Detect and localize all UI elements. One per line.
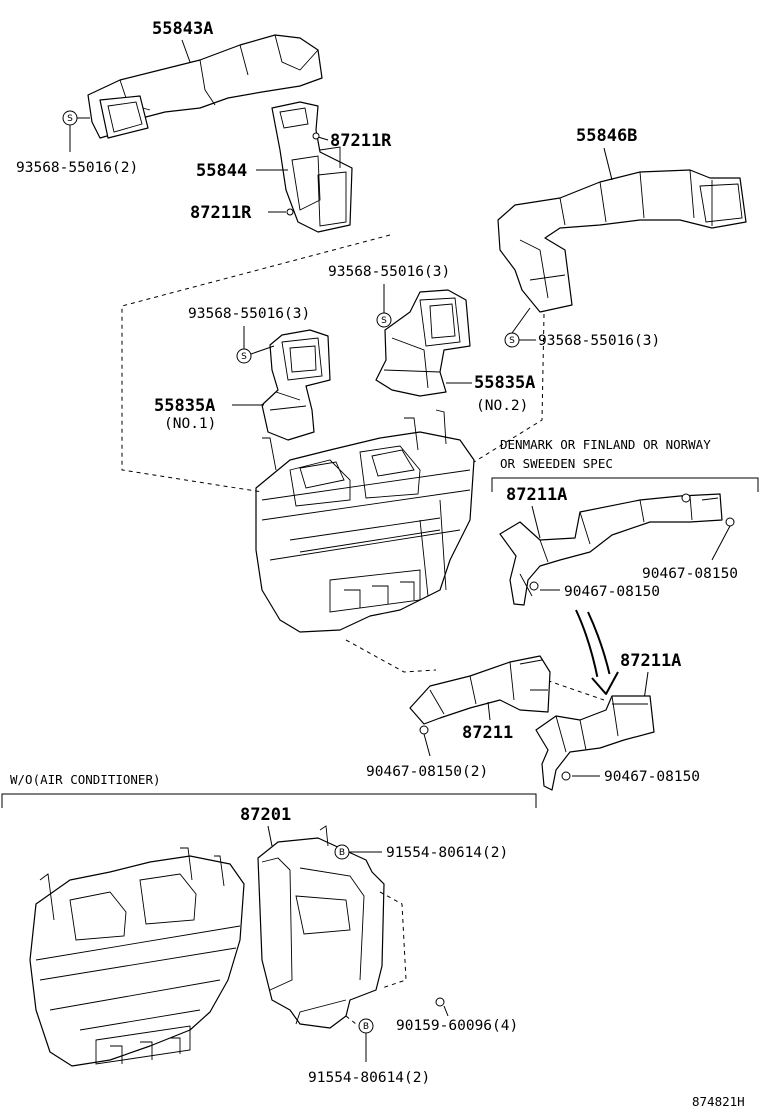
dash-line-right bbox=[473, 313, 545, 463]
leader-90159 bbox=[443, 1005, 449, 1017]
label-91554-a: 91554-80614(2) bbox=[386, 845, 508, 861]
label-93568-b: 93568-55016(3) bbox=[328, 264, 450, 280]
svg-text:S: S bbox=[67, 114, 73, 124]
leader-87201 bbox=[267, 825, 273, 847]
label-55835a-1: 55835A bbox=[154, 396, 215, 416]
label-55835a-2: 55835A bbox=[474, 373, 535, 393]
label-87211r-a: 87211R bbox=[330, 131, 392, 151]
leader-93568-top bbox=[69, 117, 90, 152]
spec-bracket bbox=[491, 477, 759, 492]
label-93568-a: 93568-55016(3) bbox=[188, 306, 310, 322]
symbol-s-2: S bbox=[236, 348, 252, 364]
label-90467-c: 90467-08150(2) bbox=[366, 764, 488, 780]
duct-87211[interactable] bbox=[409, 655, 551, 725]
screw-icon bbox=[561, 771, 571, 781]
label-55844: 55844 bbox=[196, 161, 247, 181]
label-90159: 90159-60096(4) bbox=[396, 1018, 518, 1034]
label-90467-d: 90467-08150 bbox=[604, 769, 700, 785]
heater-unit-no-ac[interactable] bbox=[29, 847, 245, 1067]
label-87201: 87201 bbox=[240, 805, 291, 825]
label-91554-b: 91554-80614(2) bbox=[308, 1070, 430, 1086]
svg-text:B: B bbox=[339, 848, 345, 858]
svg-text:S: S bbox=[241, 352, 247, 362]
without-ac-bracket bbox=[1, 793, 537, 808]
dash-line-bottom bbox=[345, 639, 437, 673]
screw-icon bbox=[529, 581, 539, 591]
label-55843a: 55843A bbox=[152, 19, 213, 39]
label-93568-c: 93568-55016(3) bbox=[538, 333, 660, 349]
symbol-s-4: S bbox=[504, 332, 520, 348]
clip-icon bbox=[312, 132, 320, 140]
screw-icon bbox=[725, 517, 735, 527]
clip-icon bbox=[681, 493, 691, 503]
leader-93568-c bbox=[511, 307, 536, 341]
label-55846b: 55846B bbox=[576, 126, 637, 146]
spec-note-line2: OR SWEEDEN SPEC bbox=[500, 456, 613, 471]
label-no1: (NO.1) bbox=[164, 416, 216, 432]
leader-87211r-a bbox=[317, 136, 329, 141]
symbol-b-1: B bbox=[334, 844, 350, 860]
label-93568-top: 93568-55016(2) bbox=[16, 160, 138, 176]
label-no2: (NO.2) bbox=[476, 398, 528, 414]
leader-90467-c bbox=[423, 733, 431, 757]
svg-text:B: B bbox=[363, 1022, 369, 1032]
duct-55835a-no2[interactable] bbox=[375, 289, 471, 397]
duct-87211a-nordic[interactable] bbox=[499, 493, 723, 606]
label-87211r-b: 87211R bbox=[190, 203, 252, 223]
spec-note-line1: DENMARK OR FINLAND OR NORWAY bbox=[500, 437, 711, 452]
svg-text:S: S bbox=[509, 336, 515, 346]
duct-87211a-lower[interactable] bbox=[535, 695, 655, 791]
leader-55843a bbox=[181, 39, 191, 63]
figure-id: 874821H bbox=[692, 1094, 745, 1109]
leader-87211a-a bbox=[531, 505, 541, 539]
duct-55844[interactable] bbox=[271, 101, 353, 233]
leader-55846b bbox=[603, 147, 613, 181]
dash-line-87211a bbox=[539, 677, 605, 701]
arrow-icon bbox=[575, 609, 619, 695]
symbol-s-1: S bbox=[62, 110, 78, 126]
screw-icon bbox=[419, 725, 429, 735]
clip-icon bbox=[286, 208, 294, 216]
svg-text:S: S bbox=[381, 316, 387, 326]
dash-line-left bbox=[121, 234, 391, 493]
label-87211a-b: 87211A bbox=[620, 651, 681, 671]
without-ac-note: W/O(AIR CONDITIONER) bbox=[10, 772, 161, 787]
leader-87211 bbox=[487, 701, 491, 721]
label-87211: 87211 bbox=[462, 723, 513, 743]
symbol-s-3: S bbox=[376, 312, 392, 328]
heater-unit[interactable] bbox=[255, 409, 475, 633]
label-90467-b: 90467-08150 bbox=[564, 584, 660, 600]
screw-icon bbox=[435, 997, 445, 1007]
symbol-b-2: B bbox=[358, 1018, 374, 1034]
duct-55846b[interactable] bbox=[497, 169, 747, 313]
label-90467-a: 90467-08150 bbox=[642, 566, 738, 582]
duct-55835a-no1[interactable] bbox=[261, 329, 331, 441]
leader-87211a-b bbox=[643, 671, 649, 701]
dash-line-housing bbox=[345, 891, 407, 1025]
housing-87201[interactable] bbox=[257, 825, 385, 1029]
label-87211a-a: 87211A bbox=[506, 485, 567, 505]
leader-90467-a bbox=[711, 525, 731, 561]
leader-93568-a bbox=[243, 326, 275, 355]
duct-55843a[interactable] bbox=[87, 34, 323, 139]
